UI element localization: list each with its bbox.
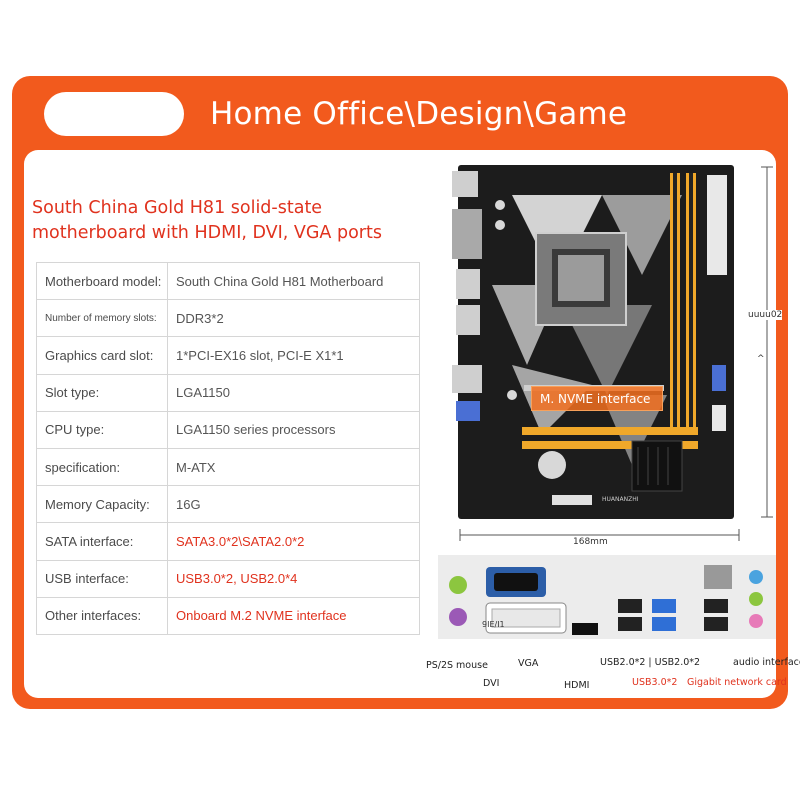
spec-label: SATA interface: bbox=[36, 522, 168, 561]
table-row: SATA interface:SATA3.0*2\SATA2.0*2 bbox=[36, 522, 420, 561]
width-dimension: 168mm bbox=[573, 537, 608, 547]
product-title: South China Gold H81 solid-state motherb… bbox=[32, 196, 412, 246]
width-dimension-line bbox=[459, 529, 740, 541]
motherboard-image: HUANANZHI bbox=[452, 165, 734, 519]
product-title-line1: South China Gold H81 solid-state bbox=[32, 198, 323, 218]
spec-value: M-ATX bbox=[167, 447, 420, 487]
spec-table: Motherboard model:South China Gold H81 M… bbox=[36, 261, 420, 635]
audio-label: audio interface bbox=[733, 657, 800, 668]
height-dimension-line bbox=[761, 166, 773, 518]
header-pill bbox=[44, 92, 184, 136]
board-brand-text: HUANANZHI bbox=[602, 496, 639, 503]
spec-value: 16G bbox=[167, 485, 420, 524]
spec-value: LGA1150 bbox=[167, 373, 420, 412]
spec-value: SATA3.0*2\SATA2.0*2 bbox=[167, 522, 420, 561]
spec-label: USB interface: bbox=[36, 559, 168, 598]
table-row: Other interfaces:Onboard M.2 NVME interf… bbox=[36, 596, 420, 635]
lan-label: Gigabit network card bbox=[687, 677, 787, 688]
dvi-print-text: 9IE/I1 bbox=[482, 620, 505, 629]
spec-value: Onboard M.2 NVME interface bbox=[167, 596, 420, 635]
header-title: Home Office\Design\Game bbox=[210, 96, 628, 132]
usb2-label: USB2.0*2 | USB2.0*2 bbox=[600, 657, 701, 668]
table-row: Memory Capacity:16G bbox=[36, 485, 420, 524]
spec-label: Other interfaces: bbox=[36, 596, 168, 635]
vga-label: VGA bbox=[518, 658, 539, 669]
spec-label: Graphics card slot: bbox=[36, 336, 168, 375]
table-row: Graphics card slot:1*PCI-EX16 slot, PCI-… bbox=[36, 336, 420, 375]
spec-label: Motherboard model: bbox=[36, 261, 168, 301]
table-row: Motherboard model:South China Gold H81 M… bbox=[36, 261, 420, 301]
spec-label: Slot type: bbox=[36, 373, 168, 412]
spec-value: LGA1150 series processors bbox=[167, 410, 420, 449]
spec-label: specification: bbox=[36, 447, 168, 487]
spec-value: South China Gold H81 Motherboard bbox=[167, 261, 420, 301]
product-title-line2: motherboard with HDMI, DVI, VGA ports bbox=[32, 223, 382, 243]
ps2-label: PS/2S mouse bbox=[426, 660, 488, 671]
table-row: Number of memory slots:DDR3*2 bbox=[36, 299, 420, 338]
table-row: CPU type:LGA1150 series processors bbox=[36, 410, 420, 449]
table-row: specification:M-ATX bbox=[36, 447, 420, 487]
spec-value: DDR3*2 bbox=[167, 299, 420, 338]
dvi-label: DVI bbox=[483, 678, 500, 689]
nvme-callout: M. NVME interface bbox=[531, 386, 663, 411]
usb3-label: USB3.0*2 bbox=[632, 677, 678, 688]
spec-label: Memory Capacity: bbox=[36, 485, 168, 524]
side-mark: ^ bbox=[757, 354, 765, 364]
spec-label: CPU type: bbox=[36, 410, 168, 449]
spec-value: 1*PCI-EX16 slot, PCI-E X1*1 bbox=[167, 336, 420, 375]
spec-value: USB3.0*2, USB2.0*4 bbox=[167, 559, 420, 598]
io-panel-image: 9IE/I1 bbox=[438, 555, 776, 639]
spec-label: Number of memory slots: bbox=[36, 299, 168, 338]
height-dimension: uuuu02 bbox=[748, 310, 783, 320]
table-row: USB interface:USB3.0*2, USB2.0*4 bbox=[36, 559, 420, 598]
hdmi-label: HDMI bbox=[564, 680, 590, 691]
table-row: Slot type:LGA1150 bbox=[36, 373, 420, 412]
